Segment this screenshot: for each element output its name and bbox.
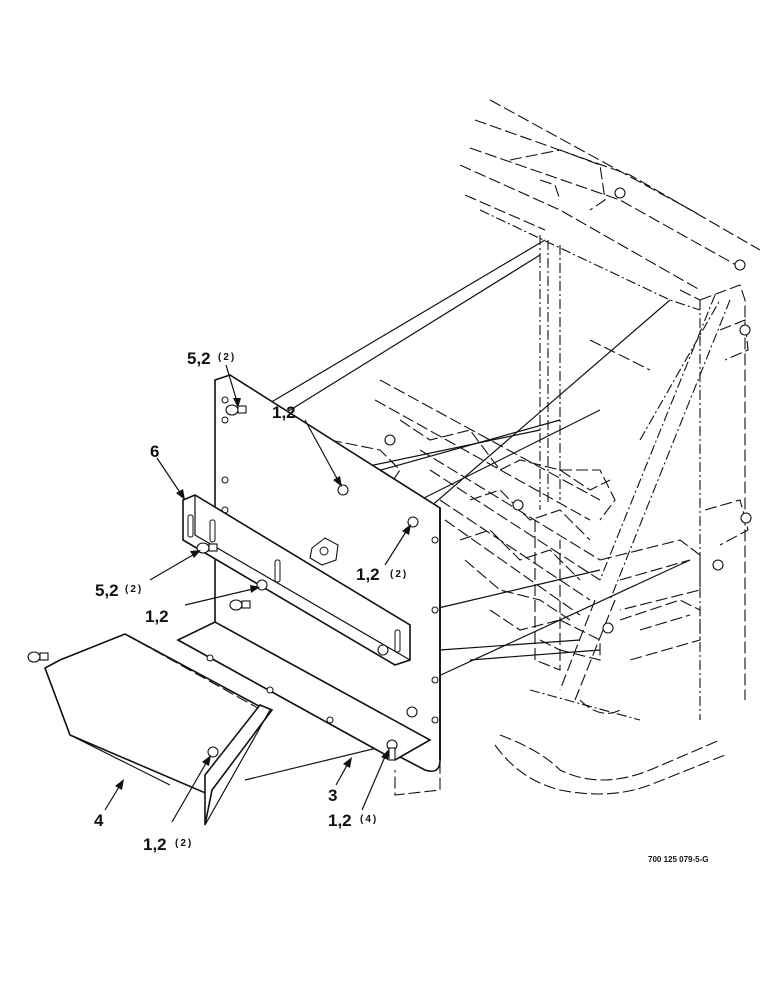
nut-icon (740, 512, 752, 524)
machine-frame-phantom (329, 99, 761, 795)
bolt-icon (27, 651, 49, 663)
bolt-icon (196, 542, 218, 554)
callout-5-2-top-qty: (2) (218, 352, 236, 363)
projection-lines (244, 239, 691, 796)
callout-5-2-mid: 5,2 (95, 581, 119, 600)
bolt-icon (337, 484, 349, 496)
nut-icon (734, 259, 746, 271)
callout-1-2-top: 1,2 (272, 403, 296, 422)
bolt-icon (229, 599, 251, 611)
callout-3: 3 (328, 786, 337, 805)
nut-icon (602, 622, 614, 634)
callout-1-2-bottom-right-qty: (4) (360, 814, 378, 825)
callout-1-2-bottom-qty: (2) (175, 838, 193, 849)
drawing-number: 700 125 079-5-G (648, 855, 709, 864)
callout-1-2-mid: 1,2 (145, 607, 169, 626)
bolt-icon (386, 739, 398, 761)
bottom-shelf (176, 621, 432, 761)
bolt-icon (377, 644, 389, 656)
callout-labels: 5,2 (2) 6 1,2 1,2 (2) 5,2 (2) 1,2 4 1,2 … (94, 349, 408, 854)
callout-5-2-mid-qty: (2) (125, 584, 143, 595)
bolt-icon (406, 706, 418, 718)
callout-1-2-bottom-right: 1,2 (328, 811, 352, 830)
bolt-icon (207, 746, 219, 758)
knob-icon (309, 537, 339, 566)
bolt-icon (256, 579, 268, 591)
callout-1-2-bottom: 1,2 (143, 835, 167, 854)
bolt-icon (225, 404, 247, 416)
callout-5-2-top: 5,2 (187, 349, 211, 368)
nut-icon (512, 499, 524, 511)
nut-icon (712, 559, 724, 571)
leader-lines (104, 364, 411, 823)
bolts (27, 187, 752, 761)
nut-icon (739, 324, 751, 336)
nut-icon (384, 434, 396, 446)
callout-1-2-right: 1,2 (356, 565, 380, 584)
nut-icon (614, 187, 626, 199)
callout-4: 4 (94, 811, 104, 830)
strip-plate-part-6 (182, 494, 411, 666)
callout-6: 6 (150, 442, 159, 461)
callout-1-2-right-qty: (2) (390, 569, 408, 580)
